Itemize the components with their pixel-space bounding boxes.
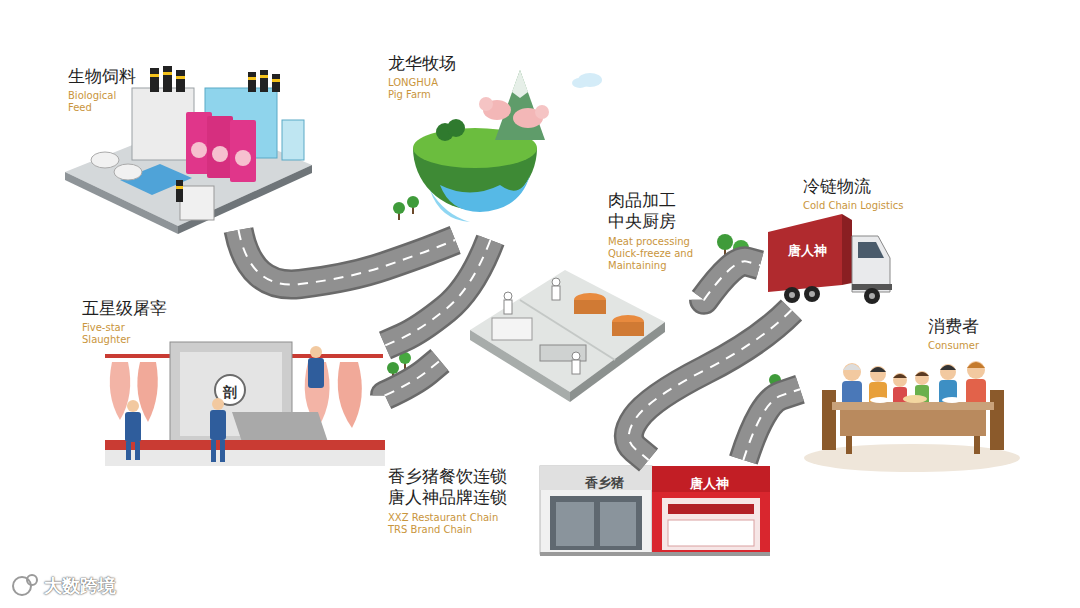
road-centerline: [704, 261, 760, 299]
stage-subtitle: XXZ Restaurant Chain TRS Brand Chain: [388, 512, 500, 536]
stage-heading: 香乡猪餐饮连锁 唐人神品牌连锁: [388, 466, 514, 509]
free-label-box: 香乡猪: [585, 472, 624, 492]
road-connector: [704, 261, 760, 299]
stage-label: 五星级屠宰 Five-star Slaughter: [82, 298, 167, 346]
stage-subtitle: Biological Feed: [68, 90, 134, 114]
watermark-logo: [13, 575, 37, 595]
road-edge: [385, 240, 490, 346]
stage-label: 香乡猪餐饮连锁 唐人神品牌连锁 XXZ Restaurant Chain TRS …: [388, 466, 514, 536]
stage-node: 五星级屠宰 Five-star Slaughter: [75, 290, 385, 475]
road-edge: [239, 230, 456, 285]
road-surface: [743, 389, 800, 460]
stage-subtitle: Consumer: [928, 340, 979, 352]
sign-text: 剖: [223, 384, 237, 400]
road-connector: [743, 389, 800, 460]
central-kitchen: [470, 270, 665, 402]
cold-chain-truck: [768, 214, 892, 304]
stage-heading: 龙华牧场: [388, 53, 456, 74]
road-connector: [385, 240, 490, 346]
stage-node: 生物饲料 Biological Feed: [60, 58, 315, 230]
watermark: 大数跨境: [44, 575, 116, 596]
stage-subtitle: LONGHUA Pig Farm: [388, 77, 444, 101]
stage-label: 冷链物流 Cold Chain Logistics: [803, 176, 903, 212]
road-surface: [385, 361, 440, 396]
stage-label: 龙华牧场 LONGHUA Pig Farm: [388, 53, 456, 101]
free-label-box: 唐人神: [788, 240, 827, 260]
stage-label: 生物饲料 Biological Feed: [68, 66, 136, 114]
road-surface: [385, 240, 490, 346]
stage-node: 香乡猪餐饮连锁 唐人神品牌连锁 XXZ Restaurant Chain TRS …: [380, 460, 775, 560]
stage-label: 消费者 Consumer: [928, 316, 979, 352]
stage-subtitle: Cold Chain Logistics: [803, 200, 903, 212]
road-centerline: [239, 230, 456, 285]
road-centerline: [385, 361, 440, 396]
road-edge: [704, 261, 760, 299]
stage-node: 消费者 Consumer: [800, 310, 1025, 475]
stage-node: 龙华牧场 LONGHUA Pig Farm: [380, 48, 540, 240]
stage-heading: 冷链物流: [803, 176, 903, 197]
feed-factory: [65, 66, 312, 234]
free-label-box: 大数跨境: [44, 574, 116, 598]
stage-node: 肉品加工 中央厨房Meat processing Quick-freeze an…: [440, 185, 704, 410]
stage-subtitle: Five-star Slaughter: [82, 322, 136, 346]
road-surface: [239, 230, 456, 285]
road-connector: [239, 230, 456, 285]
road-edge: [743, 389, 800, 460]
sign-text: 香乡猪: [585, 475, 624, 490]
free-label-box: 剖: [223, 382, 237, 402]
sign-text: 唐人神: [788, 243, 827, 258]
free-label-box: 唐人神: [690, 473, 729, 493]
farm-globe: [413, 70, 602, 222]
stage-heading: 消费者: [928, 316, 979, 337]
stage-heading: 肉品加工 中央厨房: [608, 190, 684, 233]
stage-heading: 生物饲料: [68, 66, 136, 87]
sign-text: 唐人神: [690, 476, 729, 491]
road-connector: [385, 361, 440, 396]
stage-label: 肉品加工 中央厨房Meat processing Quick-freeze an…: [608, 190, 700, 272]
road-edge: [385, 361, 440, 396]
road-centerline: [743, 389, 800, 460]
stage-node: 冷链物流 Cold Chain Logistics: [760, 170, 910, 310]
slaughter-line: [105, 342, 385, 466]
family-dinner: [804, 361, 1020, 472]
stage-heading: 五星级屠宰: [82, 298, 167, 319]
stage-subtitle: Meat processing Quick-freeze and Maintai…: [608, 236, 700, 272]
restaurant-store: [540, 466, 770, 556]
road-centerline: [385, 240, 490, 346]
road-surface: [704, 261, 760, 299]
